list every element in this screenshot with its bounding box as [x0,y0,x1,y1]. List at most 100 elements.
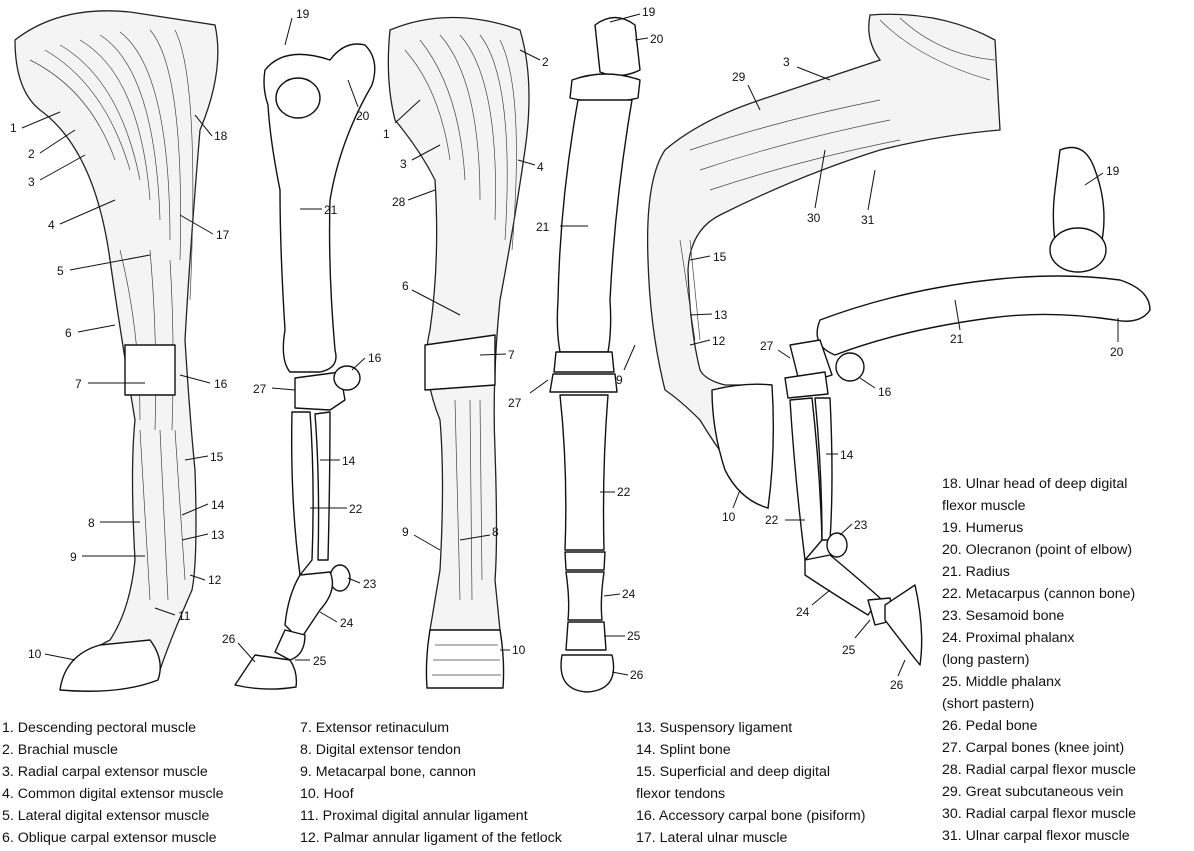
fig6-label: 16 [878,385,892,399]
fig6-label: 25 [842,643,856,657]
fig3-label: 4 [537,160,544,174]
fig1-label: 2 [28,147,35,161]
legend-item: 8. Digital extensor tendon [300,739,562,761]
fig1-label: 3 [28,175,35,189]
fig3-label: 28 [392,195,406,209]
fig1-label: 12 [208,573,222,587]
fig1-label: 9 [70,550,77,564]
fig2-label: 16 [368,351,382,365]
fig1-label: 4 [48,218,55,232]
legend-item: 30. Radial carpal flexor muscle [942,803,1136,825]
fig2-label: 27 [253,382,267,396]
fig5-label: 9 [616,373,623,387]
fig4-label: 20 [650,32,664,46]
fig5-label: 10 [722,510,736,524]
legend-item: 12. Palmar annular ligament of the fetlo… [300,827,562,849]
fig2-label: 24 [340,616,354,630]
figure-lateral-muscles [15,11,218,691]
fig3-label: 2 [542,55,549,69]
legend-item: 20. Olecranon (point of elbow) [942,539,1136,561]
legend-item: 11. Proximal digital annular ligament [300,805,562,827]
legend-item: 27. Carpal bones (knee joint) [942,737,1136,759]
legend-item: 25. Middle phalanx [942,671,1136,693]
legend-item: 5. Lateral digital extensor muscle [2,805,224,827]
legend-item: 21. Radius [942,561,1136,583]
fig2-label: 20 [356,109,370,123]
fig4-label: 21 [536,220,550,234]
fig1-label: 5 [57,264,64,278]
fig6-label: 23 [854,518,868,532]
fig1-label: 6 [65,326,72,340]
fig1-label: 17 [216,228,230,242]
figure-lateral-skeleton [235,44,375,689]
legend-item: 3. Radial carpal extensor muscle [2,761,224,783]
fig5-label: 15 [713,250,727,264]
fig4-label: 19 [642,5,656,19]
fig6-label: 22 [765,513,779,527]
fig3-label: 6 [402,279,409,293]
fig6-label: 27 [760,339,774,353]
legend-column-4: 18. Ulnar head of deep digital flexor mu… [942,473,1136,847]
fig6-label: 19 [1106,164,1120,178]
legend-item: 18. Ulnar head of deep digital [942,473,1136,495]
fig6-label: 20 [1110,345,1124,359]
fig1-label: 16 [214,377,228,391]
legend-item: 7. Extensor retinaculum [300,717,562,739]
fig2-label: 14 [342,454,356,468]
fig4-label: 24 [622,587,636,601]
fig1-label: 11 [178,609,191,623]
fig5-label: 29 [732,70,746,84]
fig2-label: 23 [363,577,377,591]
fig6-label: 14 [840,448,854,462]
fig1-label: 13 [211,528,225,542]
legend-column-2: 7. Extensor retinaculum 8. Digital exten… [300,717,562,849]
legend-item: 17. Lateral ulnar muscle [636,827,865,849]
fig5-label: 3 [783,55,790,69]
legend-item: 15. Superficial and deep digital [636,761,865,783]
fig3-label: 9 [402,525,409,539]
legend-item: 4. Common digital extensor muscle [2,783,224,805]
legend-item: 28. Radial carpal flexor muscle [942,759,1136,781]
legend-item: 10. Hoof [300,783,562,805]
legend-item: 24. Proximal phalanx [942,627,1136,649]
legend-item-continuation: (short pastern) [942,693,1136,715]
legend-item: 13. Suspensory ligament [636,717,865,739]
legend-item: 29. Great subcutaneous vein [942,781,1136,803]
legend-item: 22. Metacarpus (cannon bone) [942,583,1136,605]
legend-item: 1. Descending pectoral muscle [2,717,224,739]
legend-column-1: 1. Descending pectoral muscle 2. Brachia… [2,717,224,849]
fig3-label: 3 [400,157,407,171]
legend-item-continuation: flexor tendons [636,783,865,805]
fig2-label: 25 [313,654,327,668]
legend-item-continuation: flexor muscle [942,495,1136,517]
fig1-label: 8 [88,516,95,530]
legend-item: 19. Humerus [942,517,1136,539]
fig6-label: 26 [890,678,904,692]
fig3-label: 8 [492,525,499,539]
fig2-label: 26 [222,632,236,646]
fig5-label: 31 [861,213,875,227]
fig4-label: 27 [508,396,522,410]
fig1-label: 15 [210,450,224,464]
fig6-label: 24 [796,605,810,619]
legend-item: 16. Accessory carpal bone (pisiform) [636,805,865,827]
fig5-label: 30 [807,211,821,225]
fig1-label: 14 [211,498,225,512]
fig4-label: 22 [617,485,631,499]
legend-item: 26. Pedal bone [942,715,1136,737]
fig3-label: 1 [383,127,390,141]
fig4-label: 26 [630,668,644,682]
legend-item: 14. Splint bone [636,739,865,761]
fig5-label: 13 [714,308,728,322]
legend-item: 23. Sesamoid bone [942,605,1136,627]
fig1-label: 10 [28,647,42,661]
fig1-label: 1 [10,121,17,135]
fig2-label: 19 [296,7,310,21]
fig3-label: 10 [512,643,526,657]
legend-column-3: 13. Suspensory ligament 14. Splint bone … [636,717,865,849]
fig6-label: 21 [950,332,964,346]
fig2-label: 22 [349,502,363,516]
fig4-label: 25 [627,629,641,643]
fig1-label: 7 [75,377,82,391]
legend-item: 2. Brachial muscle [2,739,224,761]
